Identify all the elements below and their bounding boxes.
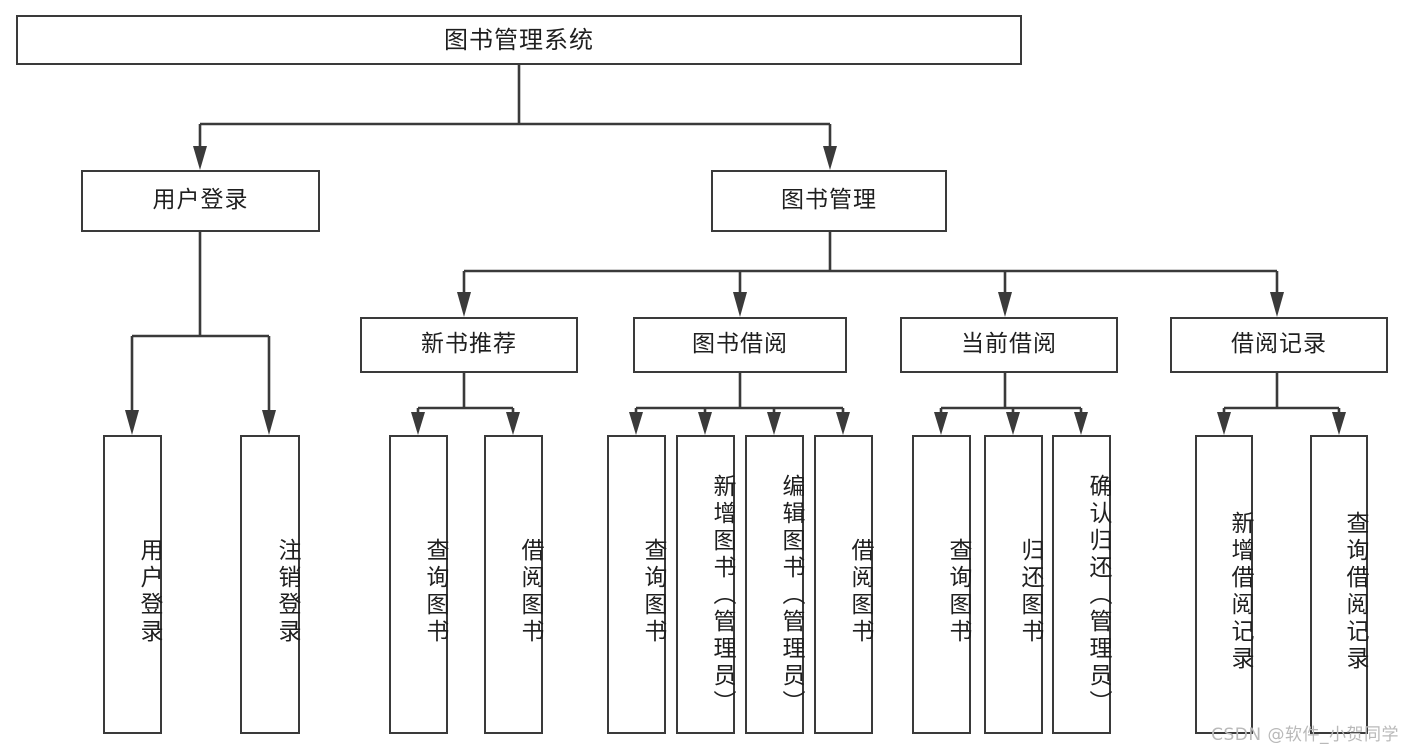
arrow-leaf-query-record xyxy=(1332,412,1346,435)
arrow-leaf-query-book-3 xyxy=(934,412,948,435)
node-user-login[interactable]: 用户登录 xyxy=(81,170,320,232)
arrow-user-login xyxy=(193,146,207,170)
node-leaf-query-book-current[interactable]: 查询图书 xyxy=(912,435,971,734)
node-leaf-borrow-book-borrow[interactable]: 借阅图书 xyxy=(814,435,873,734)
node-leaf-query-book-borrow[interactable]: 查询图书 xyxy=(607,435,666,734)
arrow-book-borrow xyxy=(733,292,747,317)
node-leaf-add-borrow-record[interactable]: 新增借阅记录 xyxy=(1195,435,1253,734)
arrow-leaf-borrow-book-2 xyxy=(836,412,850,435)
node-book-manage[interactable]: 图书管理 xyxy=(711,170,947,232)
node-leaf-add-book-admin[interactable]: 新增图书（管理员） xyxy=(676,435,735,734)
arrow-borrow-record xyxy=(1270,292,1284,317)
arrow-leaf-add-record xyxy=(1217,412,1231,435)
node-leaf-user-login[interactable]: 用户登录 xyxy=(103,435,162,734)
node-leaf-confirm-return-admin[interactable]: 确认归还（管理员） xyxy=(1052,435,1111,734)
node-borrow-record[interactable]: 借阅记录 xyxy=(1170,317,1388,373)
arrow-leaf-edit-book xyxy=(767,412,781,435)
node-leaf-logout[interactable]: 注销登录 xyxy=(240,435,300,734)
arrow-leaf-confirm-return xyxy=(1074,412,1088,435)
arrow-new-book-rec xyxy=(457,292,471,317)
arrow-leaf-query-book-1 xyxy=(411,412,425,435)
node-book-borrow[interactable]: 图书借阅 xyxy=(633,317,847,373)
arrow-book-manage xyxy=(823,146,837,170)
arrow-leaf-logout xyxy=(262,410,276,435)
node-leaf-query-book-recommend[interactable]: 查询图书 xyxy=(389,435,448,734)
arrow-leaf-borrow-book-1 xyxy=(506,412,520,435)
arrow-leaf-add-book xyxy=(698,412,712,435)
arrow-leaf-return-book xyxy=(1006,412,1020,435)
node-leaf-return-book[interactable]: 归还图书 xyxy=(984,435,1043,734)
node-leaf-borrow-book-recommend[interactable]: 借阅图书 xyxy=(484,435,543,734)
arrow-current-borrow xyxy=(998,292,1012,317)
node-leaf-edit-book-admin[interactable]: 编辑图书（管理员） xyxy=(745,435,804,734)
node-new-book-recommend[interactable]: 新书推荐 xyxy=(360,317,578,373)
node-current-borrow[interactable]: 当前借阅 xyxy=(900,317,1118,373)
node-leaf-query-borrow-record[interactable]: 查询借阅记录 xyxy=(1310,435,1368,734)
arrow-leaf-query-book-2 xyxy=(629,412,643,435)
watermark-text: CSDN @软件_小贺同学 xyxy=(1211,725,1399,745)
node-root[interactable]: 图书管理系统 xyxy=(16,15,1022,65)
arrow-leaf-user-login xyxy=(125,410,139,435)
